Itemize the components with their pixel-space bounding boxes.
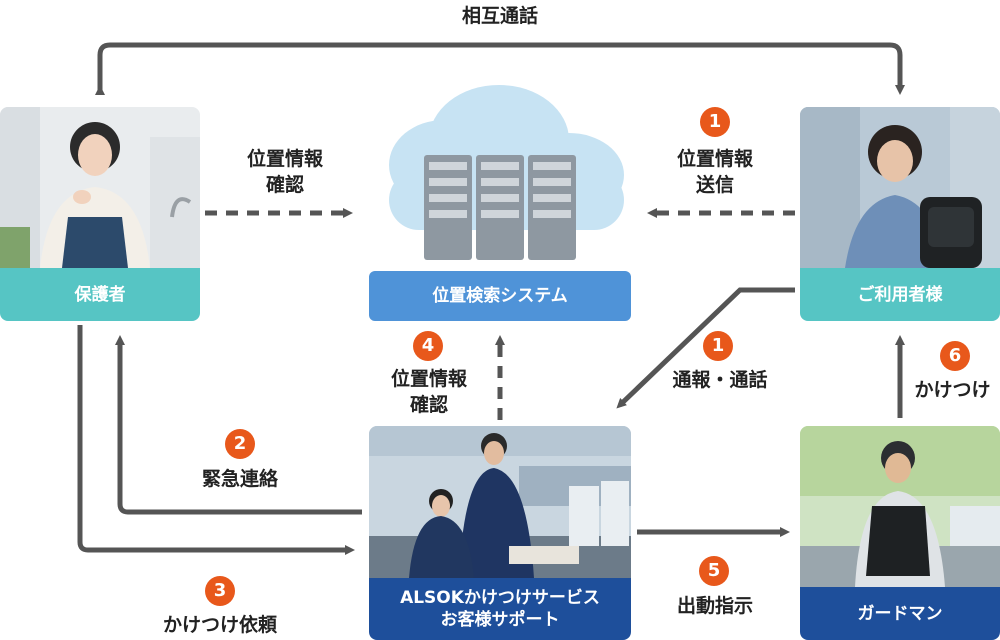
location-system-label: 位置検索システム: [369, 271, 631, 321]
dispatch-order-label: 出動指示: [676, 595, 753, 617]
alsok-support-node: ALSOKかけつけサービス お客様サポート: [369, 426, 631, 640]
report-call-label: 通報・通話: [672, 369, 768, 391]
guardman-photo: [800, 426, 1000, 587]
rush-label: かけつけ: [914, 379, 991, 401]
guardian-photo: [0, 107, 200, 268]
user-photo: [800, 107, 1000, 268]
rush-request-arrow: [77, 325, 355, 555]
support-center-photo: [369, 426, 631, 578]
cloud-server-icon: [389, 85, 624, 260]
badge-6-rush: 6: [940, 341, 970, 371]
user-label: ご利用者様: [800, 268, 1000, 321]
alsok-support-label: ALSOKかけつけサービス お客様サポート: [369, 578, 631, 640]
badge-3-rush-request: 3: [205, 576, 235, 606]
mutual-call-arrow: [95, 42, 905, 95]
badge-1-report-call: 1: [703, 331, 733, 361]
location-send-label: 位置情報 送信: [676, 148, 753, 196]
support-location-check-label: 位置情報 確認: [390, 368, 467, 416]
badge-1-location-send: 1: [700, 107, 730, 137]
guardian-node: 保護者: [0, 107, 200, 321]
report-call-arrow: [616, 287, 795, 409]
emergency-contact-label: 緊急連絡: [201, 468, 278, 490]
guardman-label: ガードマン: [800, 587, 1000, 640]
guardian-label: 保護者: [0, 268, 200, 321]
emergency-contact-arrow: [115, 335, 362, 515]
guardman-node: ガードマン: [800, 426, 1000, 640]
location-check-label: 位置情報 確認: [246, 148, 323, 196]
mutual-call-label: 相互通話: [461, 5, 538, 27]
badge-2-emergency: 2: [225, 429, 255, 459]
user-node: ご利用者様: [800, 107, 1000, 321]
badge-4-location-check: 4: [413, 331, 443, 361]
location-system-node: 位置検索システム: [369, 80, 631, 321]
rush-request-label: かけつけ依頼: [162, 614, 277, 636]
badge-5-dispatch: 5: [699, 556, 729, 586]
